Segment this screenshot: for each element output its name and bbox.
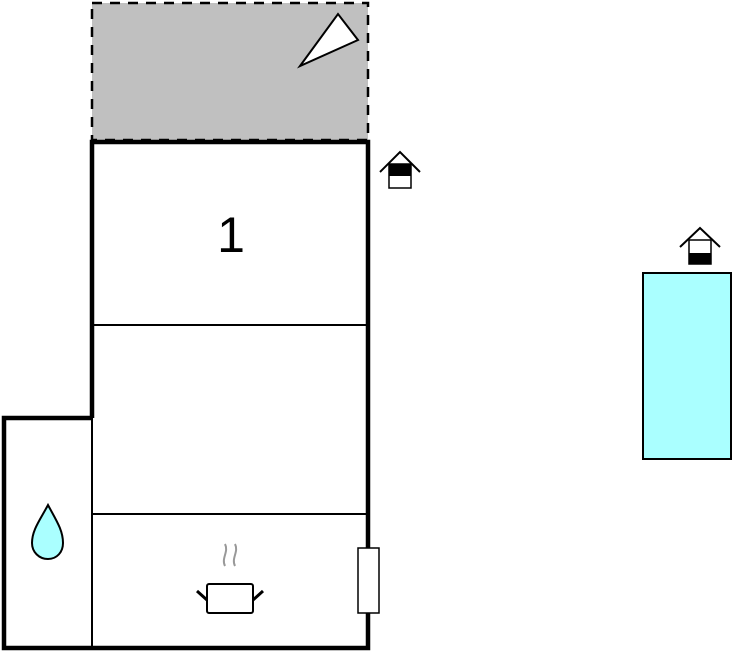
swimming-pool bbox=[642, 272, 732, 460]
terrace-area bbox=[90, 1, 370, 142]
entrance-house-icon bbox=[379, 150, 421, 189]
window-icon bbox=[357, 547, 380, 614]
water-drop-icon bbox=[30, 502, 65, 561]
lower-wall bbox=[1, 415, 371, 651]
room-number-label: 1 bbox=[217, 207, 245, 263]
entrance-house-icon bbox=[679, 226, 721, 265]
main-building-walls bbox=[89, 139, 371, 548]
north-arrow-icon bbox=[296, 12, 360, 69]
cooking-pot-icon bbox=[195, 543, 265, 614]
